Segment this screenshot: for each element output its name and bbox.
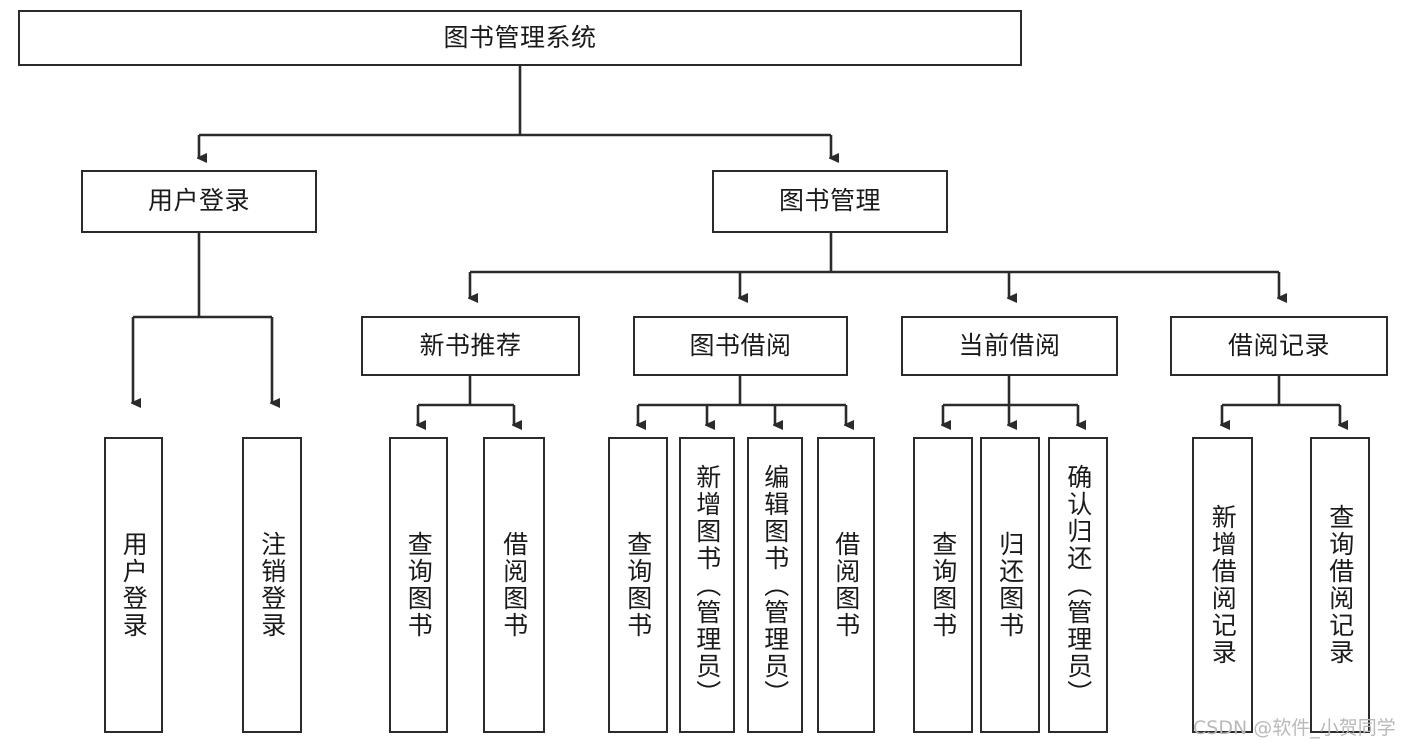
node-leaf-user-login[interactable]: 用户登录 bbox=[104, 437, 163, 733]
node-label: 注销登录 bbox=[257, 531, 287, 639]
node-label: 查询图书 bbox=[928, 531, 958, 639]
node-book-manage[interactable]: 图书管理 bbox=[712, 170, 948, 233]
node-leaf-return-book[interactable]: 归还图书 bbox=[980, 437, 1040, 733]
node-user-login[interactable]: 用户登录 bbox=[81, 170, 317, 233]
node-leaf-edit-book-admin[interactable]: 编辑图书（管理员） bbox=[747, 437, 803, 733]
node-label: 查询图书 bbox=[623, 531, 653, 639]
node-label: 用户登录 bbox=[147, 186, 250, 216]
node-label: 借阅图书 bbox=[831, 531, 861, 639]
node-label: 新书推荐 bbox=[419, 330, 522, 360]
node-label: 借阅记录 bbox=[1227, 330, 1330, 360]
node-new-book-recommend[interactable]: 新书推荐 bbox=[361, 316, 580, 376]
node-leaf-query-borrow-record[interactable]: 查询借阅记录 bbox=[1310, 437, 1370, 733]
node-leaf-query-book-recommend[interactable]: 查询图书 bbox=[389, 437, 448, 733]
node-leaf-add-book-admin[interactable]: 新增图书（管理员） bbox=[679, 437, 735, 733]
node-label: 编辑图书（管理员） bbox=[760, 463, 790, 707]
node-leaf-query-book-current[interactable]: 查询图书 bbox=[913, 437, 973, 733]
node-book-borrow[interactable]: 图书借阅 bbox=[633, 316, 848, 376]
node-label: 图书借阅 bbox=[689, 330, 792, 360]
node-label: 查询图书 bbox=[404, 531, 434, 639]
node-leaf-confirm-return-admin[interactable]: 确认归还（管理员） bbox=[1048, 437, 1108, 733]
node-root-book-management-system[interactable]: 图书管理系统 bbox=[18, 10, 1022, 66]
node-label: 用户登录 bbox=[119, 531, 149, 639]
node-label: 借阅图书 bbox=[499, 531, 529, 639]
node-leaf-logout-login[interactable]: 注销登录 bbox=[242, 437, 302, 733]
node-leaf-add-borrow-record[interactable]: 新增借阅记录 bbox=[1192, 437, 1253, 733]
node-label: 图书管理系统 bbox=[443, 22, 597, 52]
watermark: CSDN @软件_小贺同学 bbox=[1193, 717, 1396, 739]
node-leaf-query-book-borrow[interactable]: 查询图书 bbox=[608, 437, 668, 733]
node-label: 新增图书（管理员） bbox=[692, 463, 722, 707]
node-label: 归还图书 bbox=[995, 531, 1025, 639]
node-label: 确认归还（管理员） bbox=[1063, 463, 1093, 707]
node-label: 当前借阅 bbox=[958, 330, 1061, 360]
node-current-borrow[interactable]: 当前借阅 bbox=[901, 316, 1118, 376]
node-leaf-borrow-book[interactable]: 借阅图书 bbox=[817, 437, 875, 733]
node-label: 新增借阅记录 bbox=[1208, 504, 1238, 666]
node-label: 查询借阅记录 bbox=[1325, 504, 1355, 666]
node-leaf-borrow-book-recommend[interactable]: 借阅图书 bbox=[483, 437, 545, 733]
node-label: 图书管理 bbox=[778, 186, 881, 216]
node-borrow-record[interactable]: 借阅记录 bbox=[1170, 316, 1388, 376]
